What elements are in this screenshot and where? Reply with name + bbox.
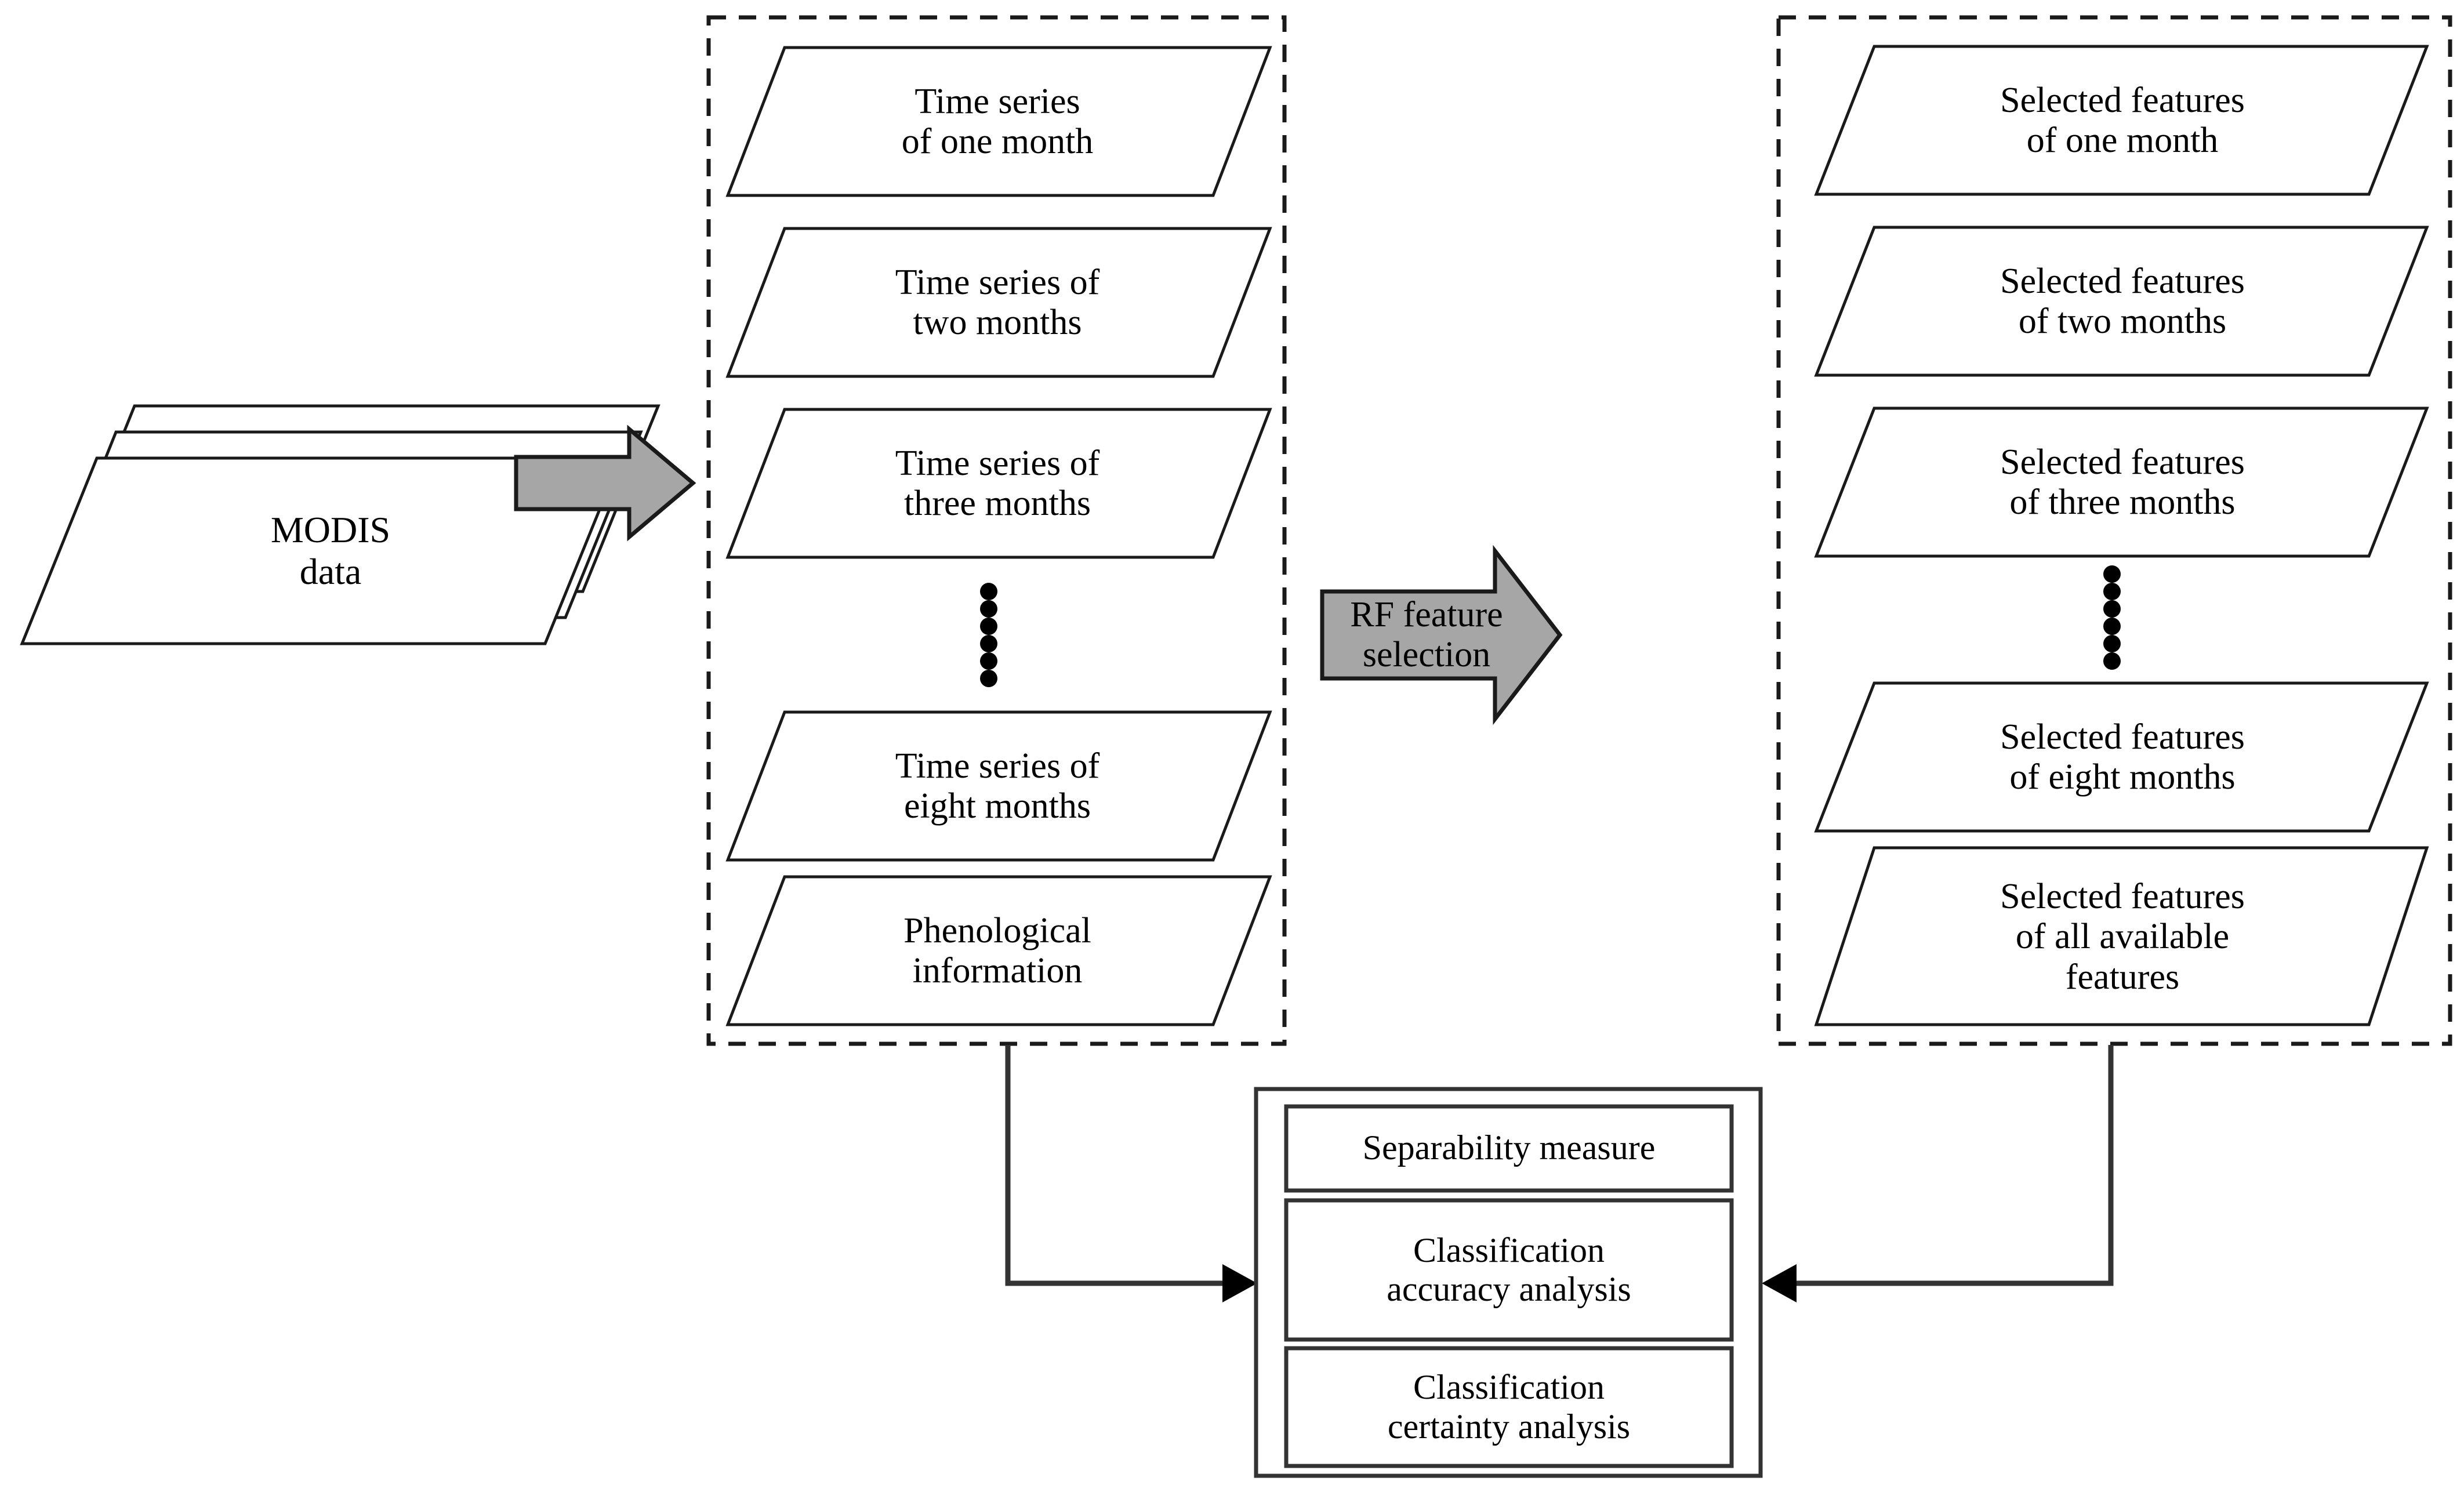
box-separability-measure[interactable] [1284, 1104, 1734, 1193]
time-series-ellipsis-dots [980, 583, 997, 687]
parallelogram-sf-three-months[interactable] [1814, 406, 2429, 558]
left-connector-to-analysis [1005, 1045, 1257, 1302]
left-connector-arrowhead [1222, 1264, 1257, 1302]
block-arrow-shape [514, 424, 696, 542]
right-connector-line [1785, 1045, 2114, 1286]
parallelogram-ts-eight-months[interactable] [725, 710, 1272, 862]
selected-features-shapes [1814, 45, 2429, 1026]
parallelogram-ts-one-month[interactable] [725, 46, 1272, 197]
selected-features-ellipsis-dots [2103, 565, 2121, 670]
modis-data-stack [20, 404, 661, 645]
modis-sheet-front [20, 456, 623, 645]
parallelogram-sf-all-available[interactable] [1814, 846, 2429, 1026]
parallelogram-sf-two-months[interactable] [1814, 226, 2429, 377]
selected-features-group-border [1776, 15, 2452, 1046]
parallelogram-sf-one-month[interactable] [1814, 45, 2429, 196]
parallelogram-ts-phenological[interactable] [725, 875, 1272, 1026]
box-classification-certainty[interactable] [1284, 1346, 1734, 1468]
right-connector-arrowhead [1762, 1264, 1797, 1302]
rf-feature-selection-arrow [1320, 545, 1563, 725]
time-series-shapes [725, 46, 1272, 1026]
right-connector-to-analysis [1762, 1045, 2114, 1302]
left-connector-line [1005, 1045, 1235, 1286]
parallelogram-ts-two-months[interactable] [725, 227, 1272, 378]
parallelogram-sf-eight-months[interactable] [1814, 681, 2429, 833]
time-series-group-border [706, 15, 1287, 1046]
rf-block-arrow-shape [1320, 545, 1563, 725]
box-classification-accuracy[interactable] [1284, 1198, 1734, 1342]
modis-to-features-arrow [514, 424, 696, 542]
parallelogram-ts-three-months[interactable] [725, 408, 1272, 559]
